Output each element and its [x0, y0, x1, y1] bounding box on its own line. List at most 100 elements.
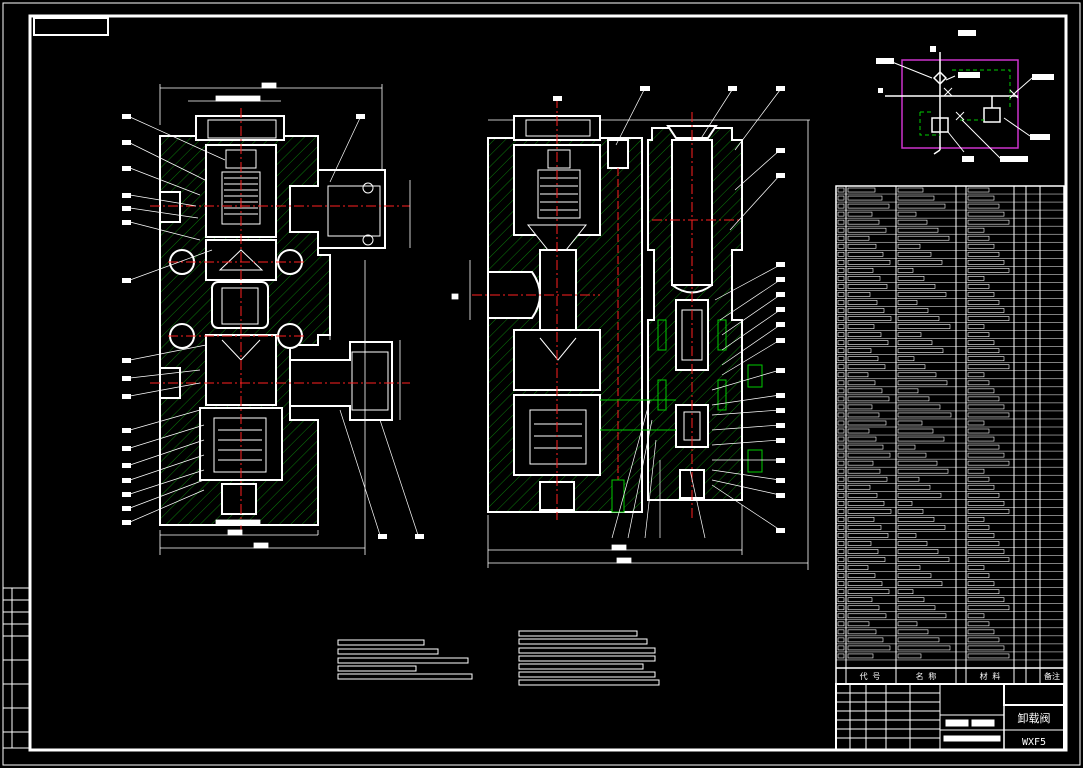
bom-cell [837, 251, 845, 257]
bom-cell [837, 203, 845, 209]
bom-cell [837, 444, 845, 450]
bom-cell [967, 533, 995, 538]
bom-cell [897, 476, 920, 482]
bom-cell [897, 187, 924, 193]
bom-cell [847, 364, 886, 370]
bom-cell [967, 235, 990, 241]
inner-frame [28, 14, 1068, 752]
bom-cell [847, 227, 887, 233]
bom-cell [837, 412, 845, 418]
bom-cell [847, 340, 889, 345]
title-block [835, 683, 1065, 751]
bom-cell [967, 340, 995, 345]
bom-cell [847, 484, 871, 490]
bom-cell [967, 227, 985, 233]
bom-cell [847, 589, 890, 595]
bom-cell [967, 653, 1010, 659]
bom-cell [837, 388, 845, 394]
bom-cell [967, 492, 1000, 498]
bom-cell [847, 500, 885, 506]
bom-cell [897, 251, 932, 257]
bom-cell [967, 324, 985, 329]
bom-cell [837, 332, 845, 337]
bom-cell [837, 324, 845, 329]
bom-cell [837, 259, 845, 265]
bom-cell [897, 243, 921, 249]
bom-cell [847, 420, 887, 426]
bom-cell [847, 284, 888, 289]
bom-cell [897, 549, 939, 554]
bom-cell [967, 452, 1005, 458]
bom-cell [897, 219, 928, 225]
bom-cell [897, 316, 940, 321]
bom-header-material: 材 料 [980, 671, 1001, 681]
bom-cell [837, 509, 845, 514]
bom-cell [967, 308, 1005, 313]
bom-cell [967, 203, 1000, 209]
bom-cell [897, 637, 940, 643]
bom-cell [897, 533, 917, 538]
bom-cell [837, 340, 845, 345]
bom-cell [897, 396, 930, 402]
bom-cell [837, 653, 845, 659]
bom-cell [837, 573, 845, 578]
bom-cell [967, 549, 1005, 554]
corner-tag-box [33, 17, 109, 36]
bom-cell [837, 195, 845, 201]
bom-cell [967, 372, 985, 378]
bom-cell [837, 227, 845, 233]
bom-cell [847, 597, 873, 603]
bom-cell [897, 597, 925, 603]
bom-cell [837, 348, 845, 353]
bom-cell [967, 251, 1000, 257]
bom-cell [967, 300, 1000, 305]
bom-cell [837, 621, 845, 627]
bom-cell [897, 308, 929, 313]
bom-cell [847, 541, 872, 546]
bom-cell [897, 372, 937, 378]
bom-cell [967, 500, 1005, 506]
bom-cell [897, 420, 923, 426]
bom-cell [847, 388, 883, 394]
bom-cell [897, 332, 922, 337]
bom-cell [967, 388, 995, 394]
bom-cell [837, 452, 845, 458]
bom-cell [897, 525, 946, 530]
bom-cell [847, 452, 891, 458]
bom-cell [897, 227, 939, 233]
bom-cell [847, 332, 882, 337]
bom-cell [837, 645, 845, 651]
bom-cell [967, 484, 995, 490]
bom-cell [897, 629, 929, 635]
bom-cell [837, 428, 845, 434]
bom-cell [847, 348, 872, 353]
left-edge-table [2, 587, 30, 749]
bom-cell [897, 300, 918, 305]
bom-cell [967, 316, 1010, 321]
bom-cell [847, 509, 892, 514]
bom-cell [847, 292, 871, 297]
bom-cell [967, 565, 985, 570]
bom-cell [897, 444, 916, 450]
bom-cell [837, 605, 845, 611]
bom-cell [847, 492, 878, 498]
bom-cell [847, 195, 883, 201]
bom-cell [847, 476, 888, 482]
bom-cell [837, 396, 845, 402]
bom-cell [837, 460, 845, 466]
bom-cell [967, 541, 1000, 546]
bom-cell [847, 300, 878, 305]
bom-cell [837, 356, 845, 362]
bom-cell [897, 541, 928, 546]
bom-cell [837, 492, 845, 498]
bom-cell [847, 613, 887, 619]
bom-cell [837, 525, 845, 530]
drawing-code: WXF5 [1022, 737, 1046, 748]
bom-cell [847, 396, 890, 402]
bom-cell [837, 420, 845, 426]
bom-cell [847, 211, 873, 217]
bom-cell [967, 573, 990, 578]
technical-notes [337, 630, 660, 686]
bom-cell [967, 557, 1010, 562]
